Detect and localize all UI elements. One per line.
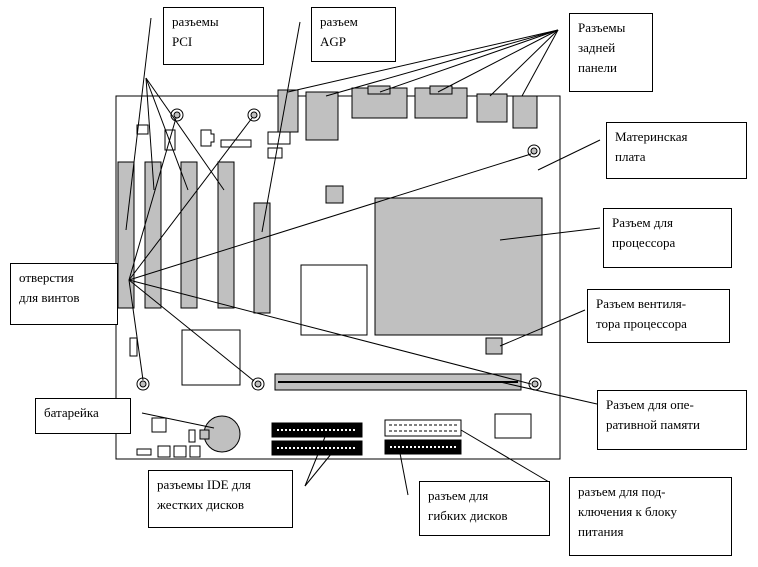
label-line: Материнская	[615, 129, 688, 144]
label-line: процессора	[612, 235, 676, 250]
leader-lines	[125, 17, 601, 496]
small-component	[136, 448, 152, 456]
small-component	[129, 337, 138, 357]
pci-slot	[180, 161, 198, 309]
screw-hole	[247, 108, 261, 122]
battery	[199, 415, 241, 453]
label-line: разъемы IDE для	[157, 477, 251, 492]
label-line: Разъем для	[612, 215, 673, 230]
small-component	[188, 429, 196, 443]
agp-slot	[253, 202, 271, 314]
power-connector	[384, 419, 462, 437]
label-motherboard: Материнская плата	[606, 122, 747, 179]
label-line: AGP	[320, 34, 347, 49]
label-line: панели	[578, 60, 617, 75]
floppy-connector	[384, 439, 462, 455]
small-component	[220, 139, 252, 148]
screw-hole	[527, 144, 541, 158]
small-component	[173, 445, 187, 458]
label-line: разъем	[320, 14, 358, 29]
chipset	[181, 329, 241, 386]
small-component	[200, 129, 215, 147]
screw-hole	[251, 377, 265, 391]
label-ide-connectors: разъемы IDE для жестких дисков	[148, 470, 293, 528]
label-line: для винтов	[19, 290, 80, 305]
label-line: Разъем для опе-	[606, 397, 694, 412]
label-line: жестких дисков	[157, 497, 245, 512]
label-line: Разъем вентиля-	[596, 296, 687, 311]
label-rear-panel: Разъемы задней панели	[569, 13, 653, 92]
small-component	[164, 129, 176, 151]
small-component	[494, 413, 532, 439]
ide-connector	[271, 422, 363, 438]
label-line: отверстия	[19, 270, 74, 285]
label-line: батарейка	[44, 405, 99, 420]
label-agp-slot: разъем AGP	[311, 7, 396, 62]
label-ram-slot: Разъем для опе- ративной памяти	[597, 390, 747, 450]
small-component	[157, 445, 171, 458]
label-line: тора процессора	[596, 316, 687, 331]
label-cpu-socket: Разъем для процессора	[603, 208, 732, 268]
label-power-connector: разъем для под- ключения к блоку питания	[569, 477, 732, 556]
cpu-fan-connector	[485, 337, 503, 355]
rear-connector-2	[305, 91, 339, 141]
label-line: задней	[578, 40, 616, 55]
label-line: разъем для	[428, 488, 489, 503]
label-line: ративной памяти	[606, 417, 700, 432]
small-component	[151, 417, 167, 433]
label-battery: батарейка	[35, 398, 131, 434]
small-component	[189, 445, 201, 458]
pci-slot	[217, 161, 235, 309]
label-line: PCI	[172, 34, 193, 49]
chipset	[300, 264, 368, 336]
label-line: Разъемы	[578, 20, 626, 35]
small-component	[267, 131, 291, 145]
rear-connector-5	[476, 93, 508, 123]
label-line: плата	[615, 149, 646, 164]
label-cpu-fan: Разъем вентиля- тора процессора	[587, 289, 730, 343]
cpu-socket	[374, 197, 543, 336]
screw-hole	[170, 108, 184, 122]
label-screw-holes: отверстия для винтов	[10, 263, 118, 325]
label-line: ключения к блоку	[578, 504, 677, 519]
label-line: разъемы	[172, 14, 219, 29]
rear-connector-3-top	[367, 85, 391, 95]
small-chip	[325, 185, 344, 204]
label-line: питания	[578, 524, 624, 539]
small-component	[136, 124, 149, 135]
label-line: гибких дисков	[428, 508, 508, 523]
rear-connector-6	[512, 95, 538, 129]
ide-connector	[271, 440, 363, 456]
label-pci-slots: разъемы PCI	[163, 7, 264, 65]
label-line: разъем для под-	[578, 484, 666, 499]
label-floppy-connector: разъем для гибких дисков	[419, 481, 550, 536]
